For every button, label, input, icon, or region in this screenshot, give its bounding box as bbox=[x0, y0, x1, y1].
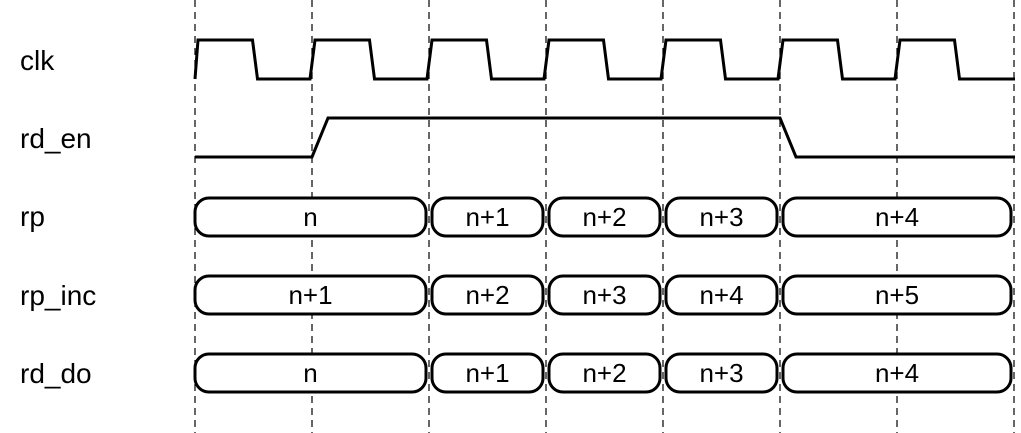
rd-do-bus-segment bbox=[781, 352, 1013, 394]
rp-value-label: n bbox=[303, 202, 317, 232]
rp-bus-segment bbox=[781, 196, 1013, 238]
rp-value-label: n+4 bbox=[875, 202, 919, 232]
rp-inc-bus-segment bbox=[664, 274, 779, 316]
signal-label-rd-en: rd_en bbox=[20, 123, 92, 154]
signal-label-rp-inc: rp_inc bbox=[20, 280, 96, 311]
rp-inc-value-label: n+4 bbox=[699, 280, 743, 310]
rp-bus-segment bbox=[664, 196, 779, 238]
rd-do-value-label: n+1 bbox=[465, 358, 509, 388]
rp-inc-bus-segment bbox=[193, 274, 428, 316]
rd-do-bus-segment bbox=[430, 352, 545, 394]
signal-label-rp: rp bbox=[20, 201, 45, 232]
rd-do-value-label: n+4 bbox=[875, 358, 919, 388]
rp-value-label: n+3 bbox=[699, 202, 743, 232]
rp-inc-bus-segment bbox=[547, 274, 662, 316]
rp-inc-value-label: n+2 bbox=[465, 280, 509, 310]
rp-inc-value-label: n+1 bbox=[288, 280, 332, 310]
waveforms: n n+1 n+2 n+3 n+4 n+1 n+2 n+3 n+4 n+5 n n+1 n+2 n+3 n+… bbox=[193, 38, 1015, 394]
signal-label-clk: clk bbox=[20, 45, 55, 76]
rd-do-value-label: n+2 bbox=[582, 358, 626, 388]
rp-inc-value-label: n+3 bbox=[582, 280, 626, 310]
rd-en-waveform bbox=[195, 116, 1015, 159]
clk-waveform bbox=[193, 38, 1015, 81]
rd-do-bus-segment bbox=[547, 352, 662, 394]
rp-bus-segment bbox=[547, 196, 662, 238]
signal-label-rd-do: rd_do bbox=[20, 358, 92, 389]
rp-value-label: n+1 bbox=[465, 202, 509, 232]
rp-inc-bus-segment bbox=[781, 274, 1013, 316]
rp-value-label: n+2 bbox=[582, 202, 626, 232]
rp-inc-bus-segment bbox=[430, 274, 545, 316]
rd-do-value-label: n+3 bbox=[699, 358, 743, 388]
rd-do-bus-segment bbox=[664, 352, 779, 394]
rd-do-bus-segment bbox=[193, 352, 428, 394]
rp-bus-segment bbox=[193, 196, 428, 238]
rp-inc-value-label: n+5 bbox=[875, 280, 919, 310]
rd-do-value-label: n bbox=[303, 358, 317, 388]
rp-bus-segment bbox=[430, 196, 545, 238]
